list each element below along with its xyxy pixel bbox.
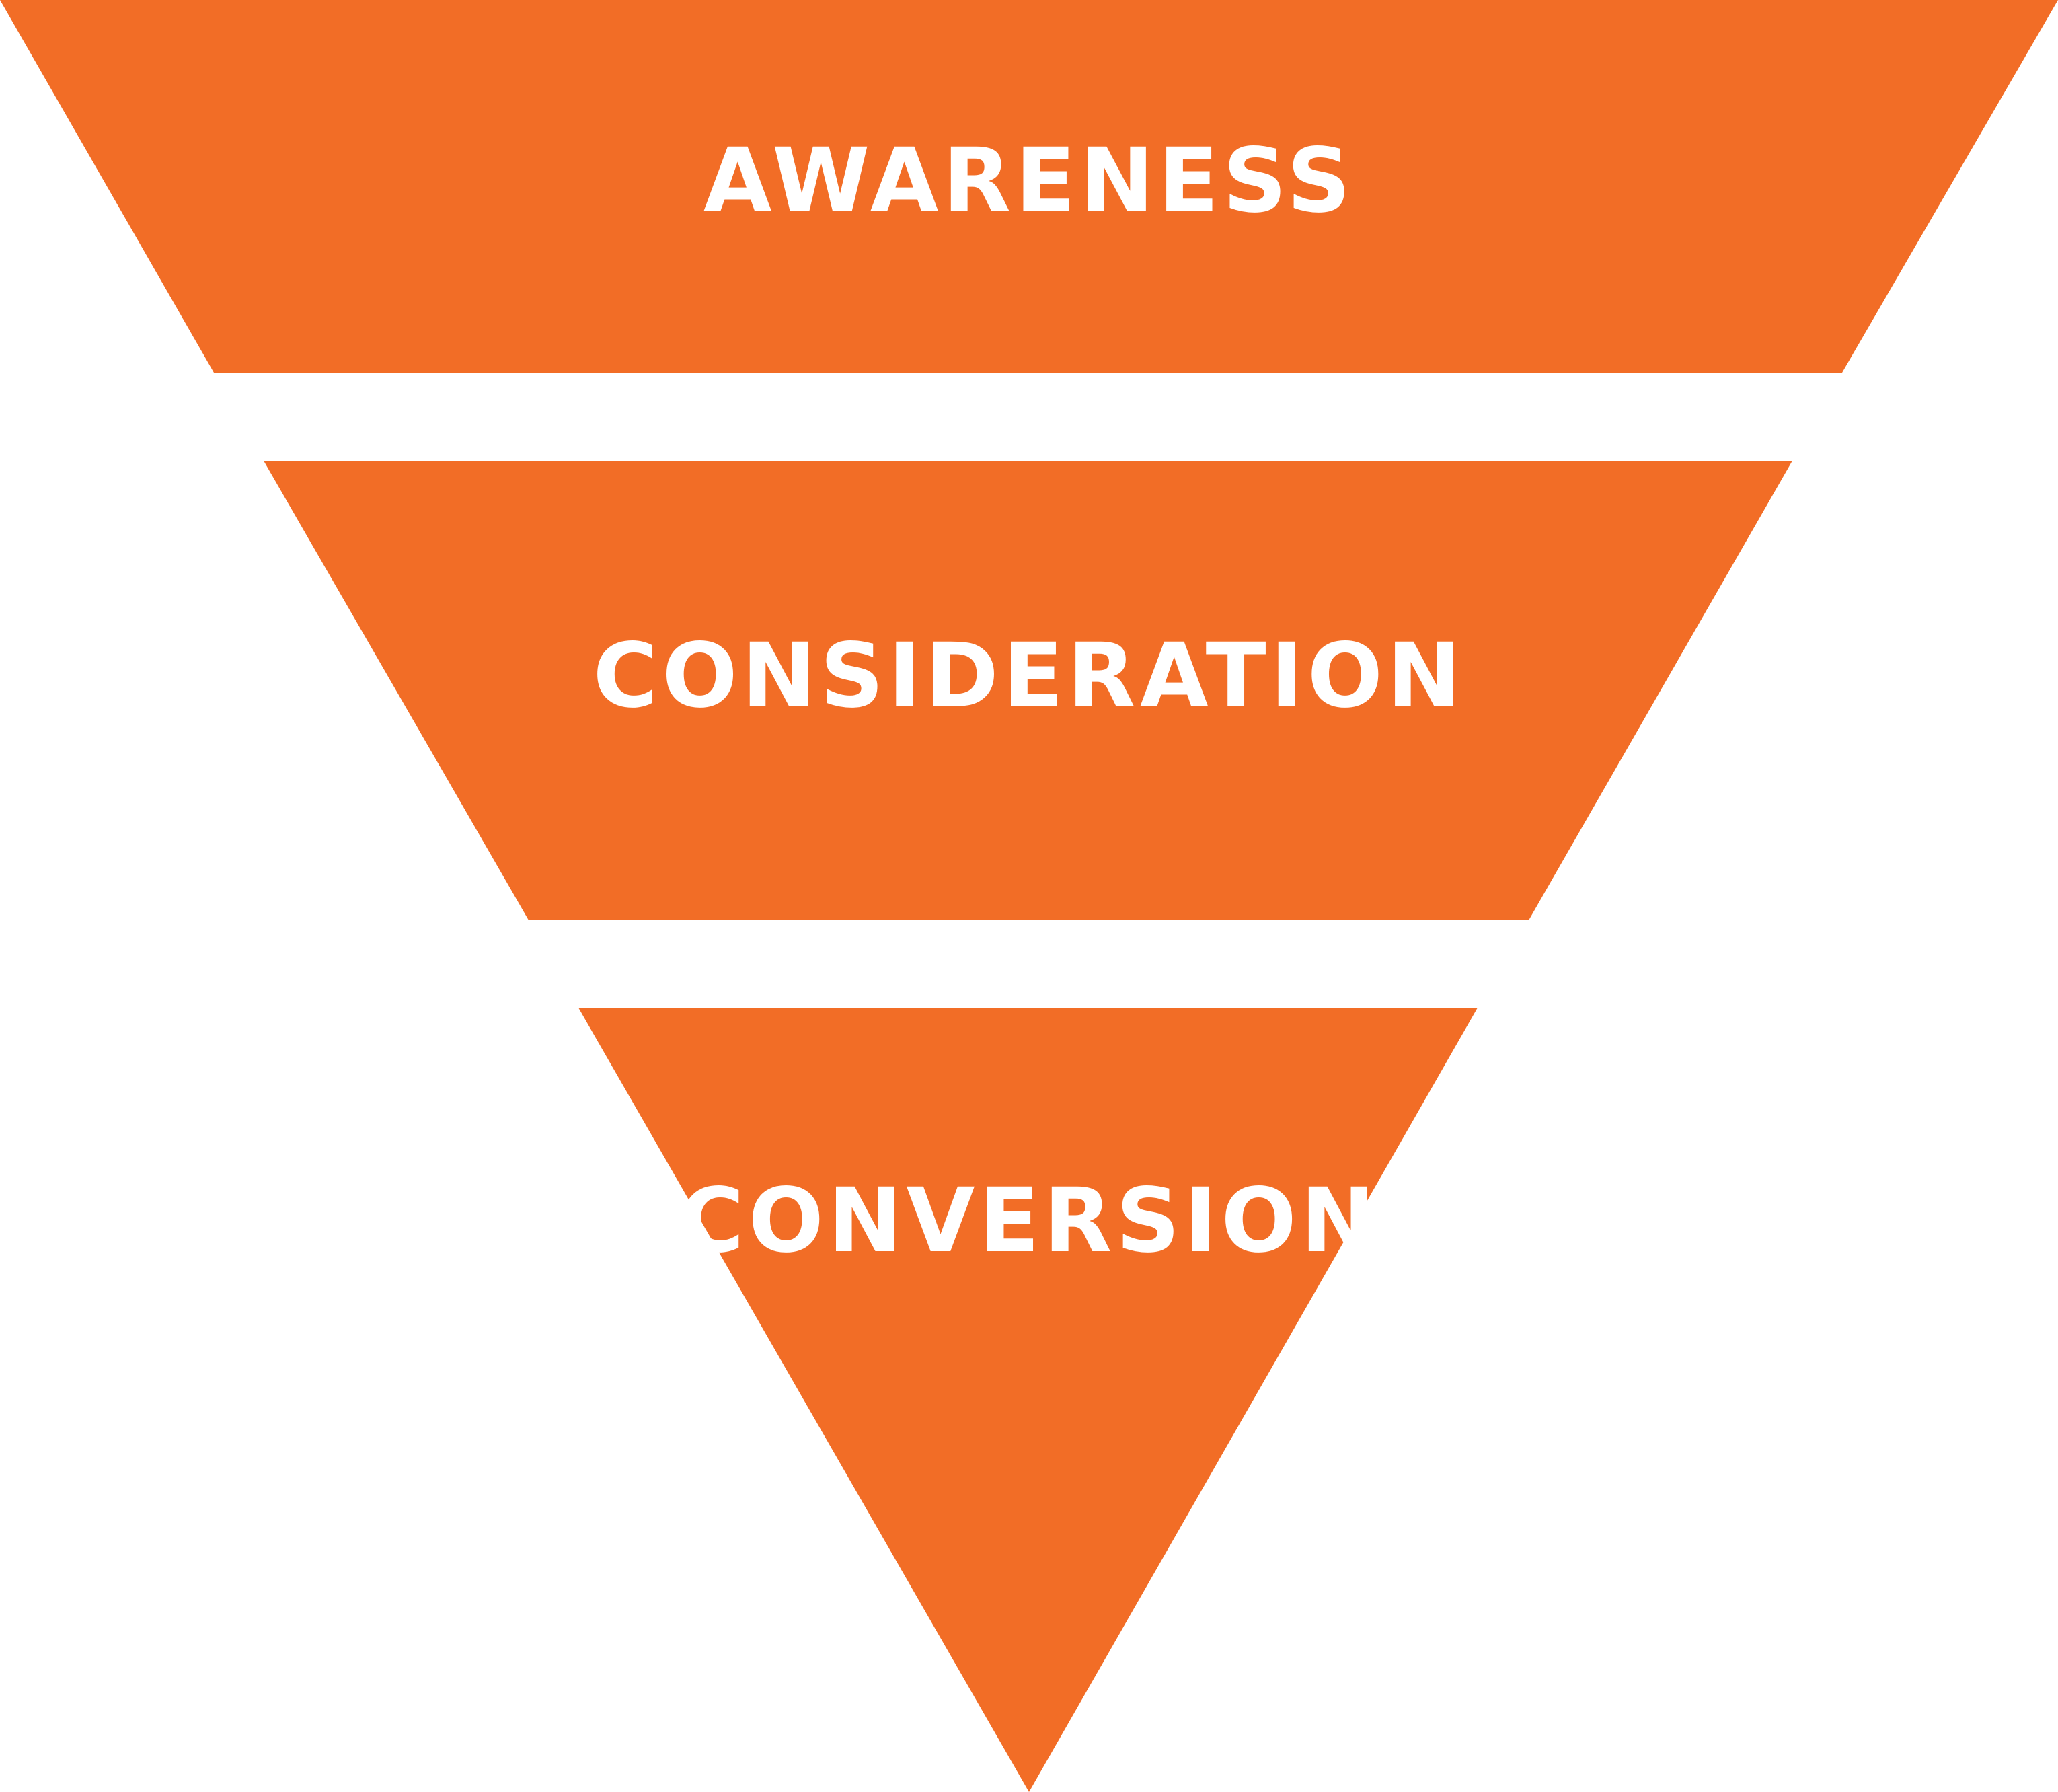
awareness-label: AWARENESS (703, 129, 1355, 233)
consideration-label: CONSIDERATION (593, 624, 1465, 728)
consideration-shape (264, 461, 1792, 920)
funnel-stage-conversion: CONVERSION (578, 1008, 1478, 1792)
conversion-label: CONVERSION (679, 1169, 1379, 1273)
funnel-stage-consideration: CONSIDERATION (264, 461, 1792, 920)
awareness-shape (0, 0, 2058, 373)
conversion-shape (578, 1008, 1478, 1792)
funnel-stage-awareness: AWARENESS (0, 0, 2058, 373)
